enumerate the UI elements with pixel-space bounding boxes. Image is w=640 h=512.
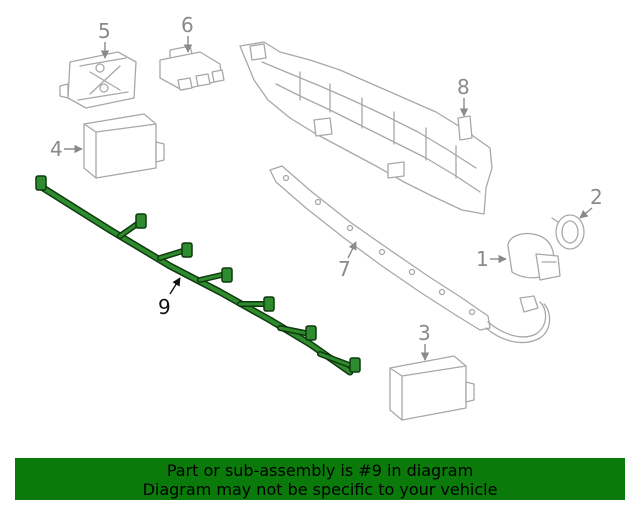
- svg-text:2: 2: [590, 185, 603, 209]
- callout-5: 5: [98, 19, 111, 59]
- part-2-grommet[interactable]: [551, 214, 585, 250]
- svg-text:4: 4: [50, 137, 63, 161]
- part-6-connector[interactable]: [159, 45, 225, 91]
- part-1-sensor[interactable]: [507, 232, 561, 281]
- svg-text:6: 6: [181, 13, 194, 37]
- parts-diagram: 5 6 8 4 2 1 7 3 9: [35, 13, 603, 421]
- callout-6: 6: [181, 13, 194, 53]
- callout-4: 4: [50, 137, 83, 161]
- callout-3: 3: [418, 321, 431, 361]
- part-9-wiring-harness[interactable]: [35, 175, 361, 376]
- part-5-sensor-bracket[interactable]: [59, 51, 137, 109]
- svg-text:9: 9: [158, 295, 171, 319]
- svg-text:7: 7: [338, 257, 351, 281]
- callout-9: 9: [158, 277, 181, 319]
- svg-text:8: 8: [457, 75, 470, 99]
- part-4-module[interactable]: [83, 113, 165, 179]
- svg-text:5: 5: [98, 19, 111, 43]
- part-highlight-banner: Part or sub-assembly is #9 in diagram Di…: [15, 458, 625, 500]
- callout-7: 7: [338, 241, 357, 281]
- part-7-mounting-strip[interactable]: [269, 165, 551, 344]
- callout-2: 2: [579, 185, 603, 219]
- callout-1: 1: [476, 247, 507, 271]
- banner-line-1: Part or sub-assembly is #9 in diagram: [166, 461, 474, 480]
- part-3-module[interactable]: [389, 355, 475, 421]
- svg-text:3: 3: [418, 321, 431, 345]
- callout-8: 8: [457, 75, 470, 117]
- part-8-carrier[interactable]: [239, 41, 493, 215]
- banner-line-2: Diagram may not be specific to your vehi…: [142, 480, 498, 499]
- svg-text:1: 1: [476, 247, 489, 271]
